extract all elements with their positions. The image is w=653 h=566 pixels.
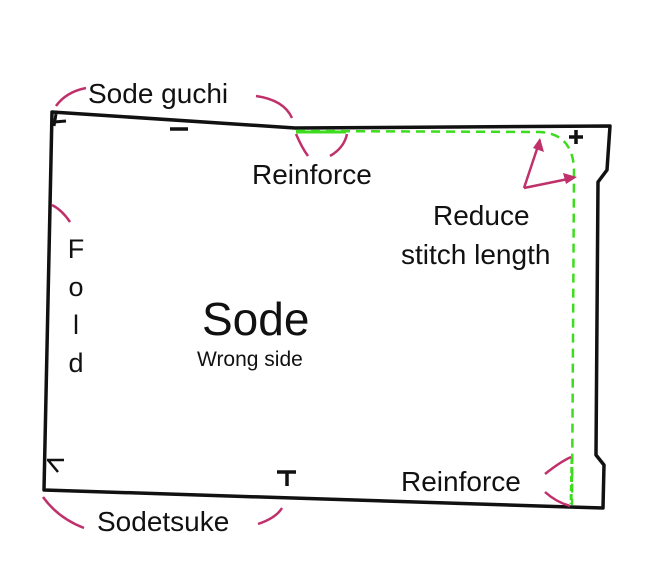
fold-letter: l bbox=[73, 310, 79, 340]
label-reduce-line1: Reduce bbox=[433, 200, 530, 231]
plus-mark bbox=[569, 130, 583, 144]
reinforce-stitch-bottom bbox=[569, 457, 574, 505]
label-reduce-line2: stitch length bbox=[401, 239, 551, 270]
sodetsuke-bracket-left bbox=[41, 496, 85, 530]
corner-mark-top-left bbox=[52, 113, 67, 127]
fold-letter: F bbox=[67, 234, 85, 264]
fold-bracket bbox=[51, 203, 72, 223]
label-sode-guchi: Sode guchi bbox=[88, 78, 229, 109]
tee-mark bbox=[277, 470, 296, 486]
fold-letter: d bbox=[68, 348, 84, 378]
sode-guchi-bracket-left bbox=[54, 86, 87, 107]
label-reinforce-bottom: Reinforce bbox=[401, 466, 521, 497]
label-sodetsuke: Sodetsuke bbox=[97, 506, 230, 537]
reduce-arrow-head-1 bbox=[533, 138, 544, 152]
sodetsuke-bracket-right bbox=[257, 507, 284, 526]
reinforce-top-bracket bbox=[294, 133, 349, 158]
sleeve-outline bbox=[42, 110, 612, 510]
fold-letter: o bbox=[68, 272, 84, 302]
sode-guchi-bracket-right bbox=[255, 94, 294, 119]
diagram-title: Sode bbox=[202, 293, 310, 345]
diagram-subtitle: Wrong side bbox=[197, 348, 303, 371]
label-fold: F o l d bbox=[66, 230, 86, 382]
stitch-line bbox=[295, 129, 576, 506]
label-reinforce-top: Reinforce bbox=[252, 159, 372, 190]
reinforce-bottom-bracket bbox=[544, 455, 572, 508]
reduce-arrow-head-2 bbox=[563, 173, 577, 184]
corner-mark-bottom-left bbox=[47, 458, 64, 473]
